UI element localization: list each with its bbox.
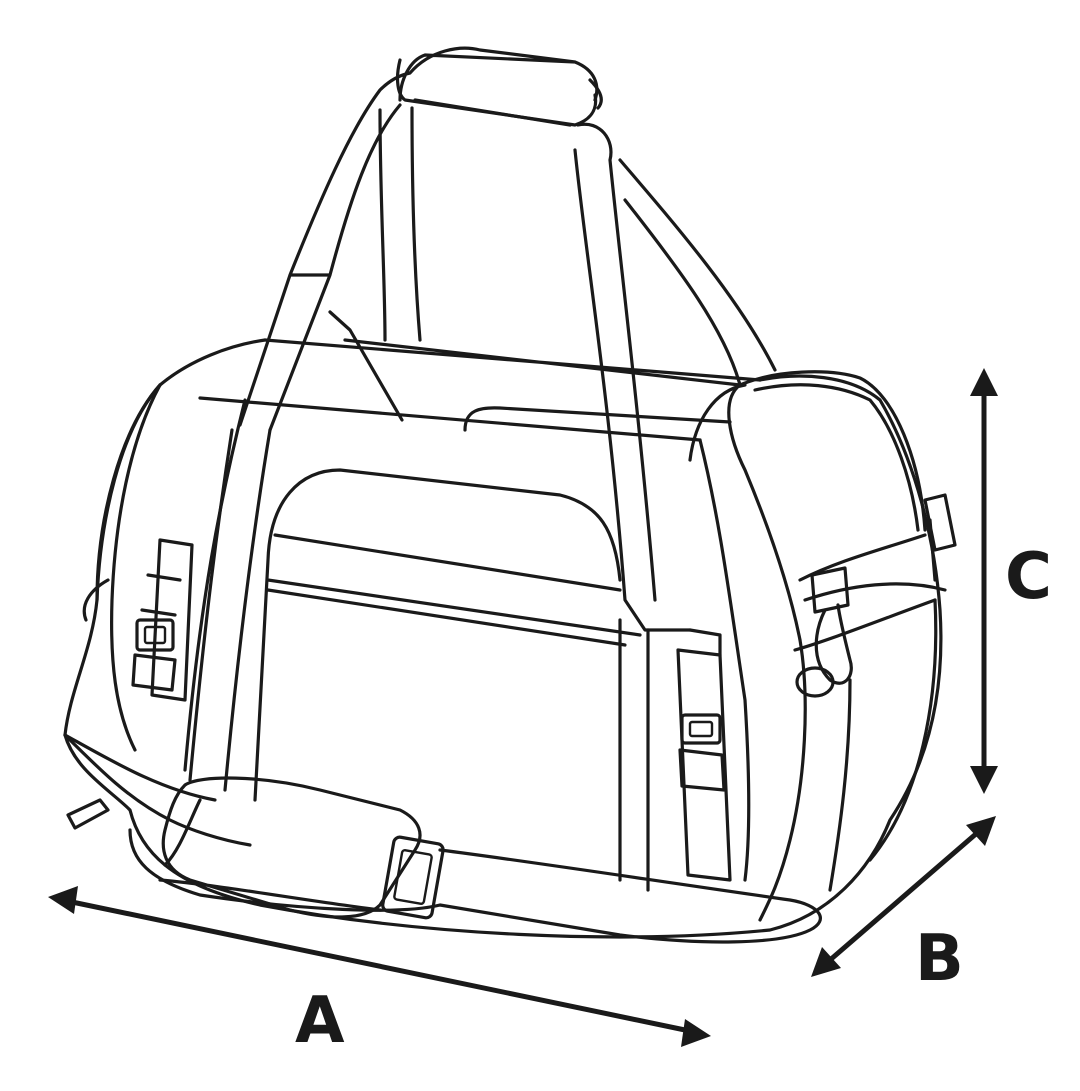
left-front-strap — [188, 428, 272, 792]
right-end-tab — [923, 493, 957, 582]
dimension-b: B — [811, 816, 996, 996]
top-panel — [198, 310, 762, 442]
dimension-c-arrowhead-bottom — [970, 766, 998, 794]
duffel-bag-illustration — [63, 46, 957, 944]
dimension-a-label: A — [295, 984, 345, 1058]
front-face — [183, 398, 751, 882]
dimension-c: C — [970, 368, 1052, 794]
shoulder-pad — [158, 776, 422, 919]
right-end-cap — [688, 370, 927, 642]
dimension-b-arrowhead-top — [966, 816, 996, 846]
dimension-b-arrowhead-bottom — [811, 947, 841, 977]
right-buckle — [676, 628, 732, 882]
top-handles — [238, 46, 692, 632]
dimension-b-arrow-line — [828, 831, 979, 962]
dimension-b-label: B — [915, 922, 964, 996]
left-end-cap — [63, 383, 217, 802]
left-end-panel — [82, 338, 267, 752]
dimension-c-arrowhead-top — [970, 368, 998, 396]
dimension-a: A — [48, 886, 711, 1058]
dimension-a-arrowhead-left — [48, 886, 78, 914]
right-front-strap — [618, 618, 650, 892]
strap-slider — [381, 835, 445, 920]
clip-hook — [795, 566, 853, 698]
shoulder-strap — [63, 733, 822, 944]
handle-wrap — [395, 58, 603, 127]
front-pocket — [253, 468, 642, 802]
dimension-a-arrow-line — [71, 899, 686, 1033]
left-end-tab — [66, 798, 110, 830]
dimension-a-arrowhead-right — [681, 1019, 711, 1047]
rear-straps — [618, 158, 777, 387]
left-buckle — [131, 538, 194, 702]
dimension-c-label: C — [1005, 540, 1052, 614]
